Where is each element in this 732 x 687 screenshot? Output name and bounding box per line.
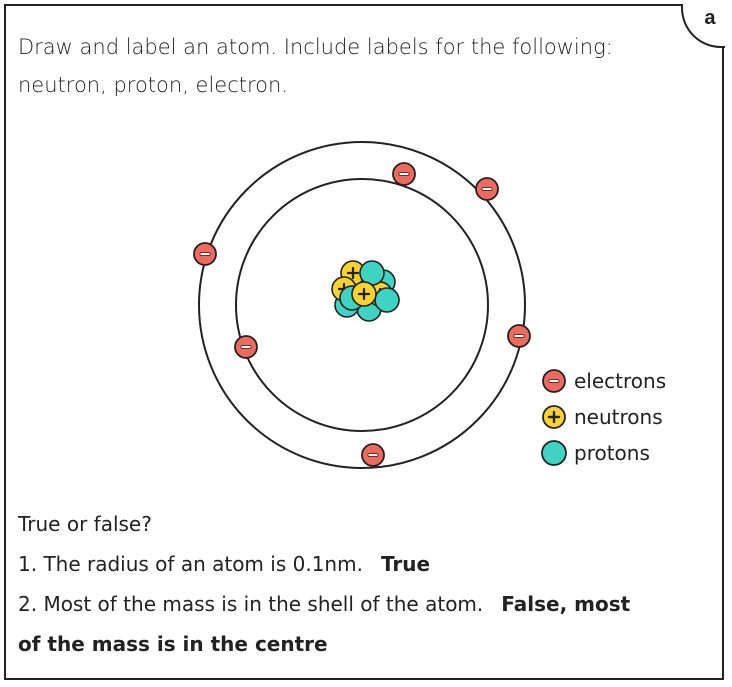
true-false-section: True or false? 1. The radius of an atom …: [18, 504, 630, 664]
proton: [374, 287, 400, 313]
proton-icon: [541, 440, 567, 466]
question-1-answer: True: [380, 552, 431, 576]
electron: [193, 242, 217, 266]
worksheet-card: a: [4, 3, 725, 680]
electron: [475, 177, 499, 201]
electron: [361, 443, 385, 467]
neutron: [351, 281, 377, 307]
electrons-group: [193, 162, 531, 467]
outer-shell: [198, 141, 526, 469]
question-2: 2. Most of the mass is in the shell of t…: [18, 584, 630, 624]
legend-item-neutrons: neutrons: [540, 399, 666, 435]
prompt-line-2: neutron, proton, electron.: [18, 73, 289, 97]
legend-item-protons: protons: [540, 435, 666, 471]
true-false-heading: True or false?: [18, 512, 152, 536]
inner-shell: [235, 178, 489, 432]
prompt-line-1: Draw and label an atom. Include labels f…: [18, 35, 613, 59]
legend-label-neutrons: neutrons: [574, 405, 663, 429]
legend: electrons neutrons protons: [540, 363, 666, 471]
nucleus: [331, 260, 400, 322]
legend-label-protons: protons: [574, 441, 650, 465]
legend-label-electrons: electrons: [574, 369, 667, 393]
electron: [392, 162, 416, 186]
electron: [507, 324, 531, 348]
question-1-text: 1. The radius of an atom is 0.1nm.: [18, 552, 363, 576]
neutron-icon: [542, 405, 566, 429]
legend-item-electrons: electrons: [540, 363, 666, 399]
question-2-answer-continued: of the mass is in the centre: [18, 632, 328, 656]
question-prompt: Draw and label an atom. Include labels f…: [18, 28, 668, 104]
question-2-text: 2. Most of the mass is in the shell of t…: [18, 592, 484, 616]
electron: [234, 335, 258, 359]
electron-icon: [542, 369, 566, 393]
question-2-answer: False, most: [501, 592, 631, 616]
question-1: 1. The radius of an atom is 0.1nm. True: [18, 544, 630, 584]
section-tab-label: a: [704, 6, 716, 29]
